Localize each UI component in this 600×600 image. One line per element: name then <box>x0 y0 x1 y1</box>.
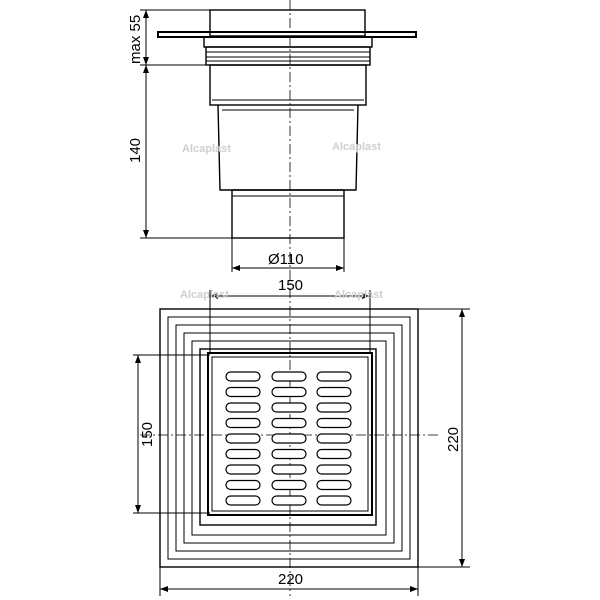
grate-slot <box>225 448 261 460</box>
max-height-label: max 55 <box>127 15 144 64</box>
top-view: 150 150 220 220 Alcaplast Alcaplast <box>133 277 470 596</box>
frame-height-label: 220 <box>445 427 462 452</box>
grate-slot <box>271 433 307 444</box>
watermark: Alcaplast <box>334 289 383 301</box>
grate-slot <box>316 433 352 444</box>
grate-slot <box>225 479 261 491</box>
grate-slot <box>271 448 307 460</box>
side-view: max 55 140 Ø110 Alcaplast Alcaplast <box>127 0 417 596</box>
grate-slots <box>225 371 352 506</box>
body-height-label: 140 <box>127 138 144 163</box>
grate-slot <box>316 464 352 475</box>
grate-width-label: 150 <box>278 277 303 294</box>
grate-slot <box>316 402 352 413</box>
watermark: Alcaplast <box>180 289 229 301</box>
grate-slot <box>225 464 261 475</box>
grate-slot <box>271 371 307 382</box>
grate-slot <box>316 371 352 382</box>
outlet-diameter-label: Ø110 <box>268 251 304 268</box>
grate-slot <box>225 386 261 398</box>
grate-slot <box>225 495 261 506</box>
grate-slot <box>271 495 307 506</box>
grate-slot <box>271 479 307 491</box>
frame-width-label: 220 <box>278 571 303 588</box>
grate-slot <box>225 417 261 429</box>
grate-height-label: 150 <box>139 422 156 447</box>
watermark: Alcaplast <box>182 143 231 155</box>
grate-slot <box>316 448 352 460</box>
grate-slot <box>271 464 307 475</box>
grate-slot <box>271 417 307 429</box>
grate-slot <box>225 371 261 382</box>
grate-slot <box>316 386 352 398</box>
grate-slot <box>225 433 261 444</box>
watermark: Alcaplast <box>332 141 381 153</box>
grate-slot <box>271 386 307 398</box>
grate-slot <box>316 417 352 429</box>
grate-slot <box>271 402 307 413</box>
grate-slot <box>225 402 261 413</box>
grate-slot <box>316 495 352 506</box>
grate-slot <box>316 479 352 491</box>
